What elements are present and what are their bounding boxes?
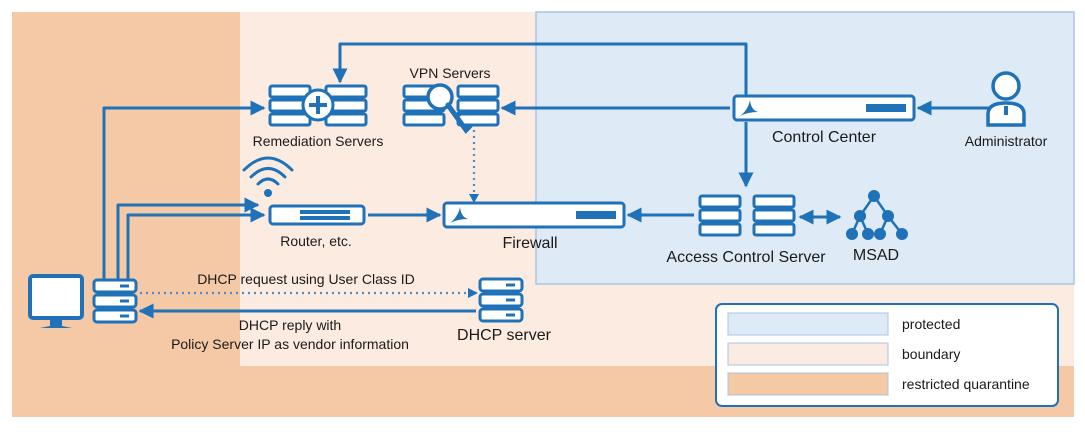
client-to-remediation-link (102, 100, 266, 282)
dhcp-server-label: DHCP server (457, 327, 552, 344)
firewall-label: Firewall (502, 235, 557, 252)
legend: protected boundary restricted quarantine (715, 303, 1059, 407)
cc-to-remediation-link (332, 42, 748, 96)
vpn-to-firewall-arrowhead (469, 194, 479, 203)
dhcp-server-icon (478, 277, 524, 323)
administrator-icon (986, 71, 1026, 127)
control-center-appliance-icon (732, 94, 916, 122)
msad-label: MSAD (853, 247, 899, 264)
legend-label-boundary: boundary (902, 346, 960, 362)
zones (12, 11, 1075, 417)
legend-swatch-restricted-quarantine (727, 372, 889, 396)
legend-label-restricted-quarantine: restricted quarantine (902, 376, 1030, 392)
client-monitor-icon (28, 274, 84, 328)
vpn-server-icon (402, 83, 500, 134)
dhcp-request-arrowhead (468, 288, 478, 298)
protected-zone (535, 11, 1075, 285)
vpn-servers-label: VPN Servers (410, 65, 491, 81)
dotted-connections (140, 130, 476, 295)
legend-label-protected: protected (902, 316, 960, 332)
administrator-label: Administrator (965, 133, 1048, 149)
legend-swatch-boundary (727, 342, 889, 366)
access-control-server-icon (698, 194, 796, 237)
firewall-appliance-icon (442, 201, 626, 229)
remediation-server-icon (268, 84, 368, 127)
flow-labels: DHCP request using User Class ID DHCP re… (171, 271, 415, 352)
client-stack-icon (92, 278, 138, 324)
router-icon (268, 204, 366, 226)
control-center-label: Control Center (772, 129, 877, 146)
legend-swatch-protected (727, 312, 889, 336)
remediation-servers-label: Remediation Servers (253, 133, 384, 149)
msad-tree-icon (846, 190, 908, 240)
dhcp-reply-label-line2: Policy Server IP as vendor information (171, 336, 409, 352)
client-to-router-link (126, 207, 266, 282)
node-labels: VPN Servers Remediation Servers Control … (253, 65, 1048, 344)
router-label: Router, etc. (280, 233, 352, 249)
dhcp-reply-label-line1: DHCP reply with (239, 317, 341, 333)
dhcp-request-label: DHCP request using User Class ID (197, 271, 415, 287)
connections (102, 42, 990, 319)
wifi-icon (242, 156, 294, 197)
access-control-server-label: Access Control Server (666, 249, 826, 266)
client-to-wifi-link (116, 197, 260, 282)
